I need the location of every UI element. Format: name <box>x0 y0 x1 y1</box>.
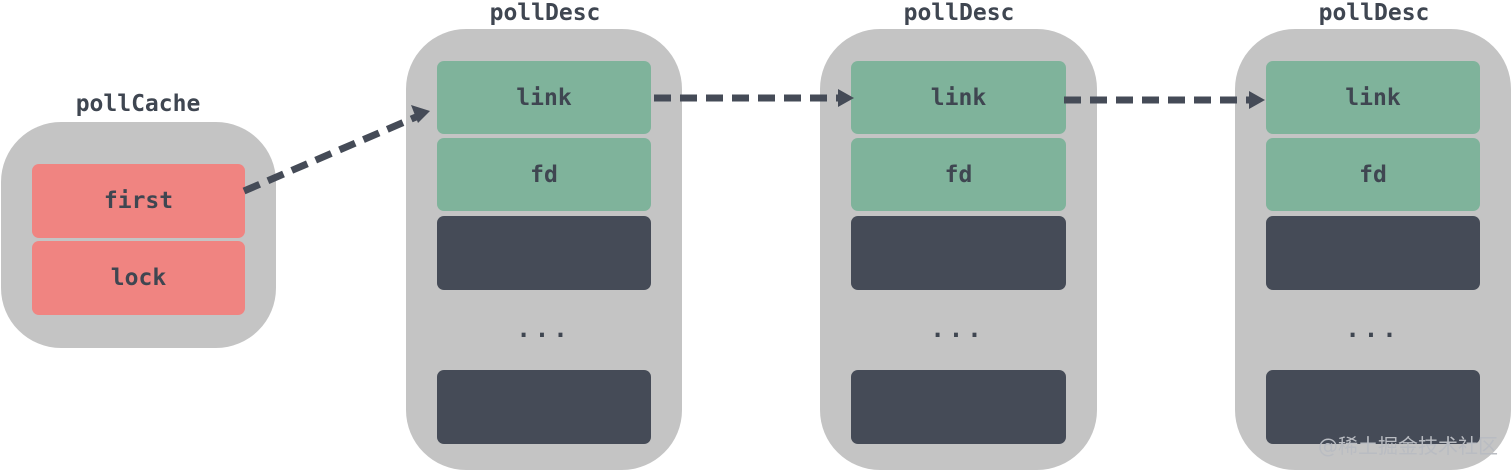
poll-desc-3-slot-last <box>1266 370 1480 444</box>
poll-cache-title: pollCache <box>75 91 201 117</box>
poll-desc-3-slot <box>1266 216 1480 290</box>
poll-desc-2-link-field: link <box>851 61 1066 134</box>
poll-desc-2-slot <box>851 216 1066 290</box>
arrow-first-to-desc-1 <box>242 113 418 195</box>
poll-desc-2-fd-field: fd <box>851 138 1066 211</box>
poll-desc-1-slot-last <box>437 370 651 444</box>
watermark: @稀土掘金技术社区 <box>1318 434 1498 458</box>
poll-desc-title-2: pollDesc <box>903 0 1015 26</box>
poll-desc-title-1: pollDesc <box>489 0 601 26</box>
poll-desc-container-1: link fd ... <box>406 29 682 470</box>
poll-desc-1-fd-field: fd <box>437 138 651 211</box>
poll-cache-first-field: first <box>32 164 245 238</box>
poll-desc-container-2: link fd ... <box>820 29 1097 470</box>
arrowhead-desc-1 <box>411 105 430 123</box>
poll-desc-1-slot <box>437 216 651 290</box>
poll-desc-2-slot-last <box>851 370 1066 444</box>
arrowhead-desc-3 <box>1249 91 1265 109</box>
poll-desc-3-ellipsis: ... <box>1345 315 1401 343</box>
poll-desc-1-link-field: link <box>437 61 651 134</box>
poll-cache-container: first lock <box>1 122 276 348</box>
poll-desc-2-ellipsis: ... <box>930 315 986 343</box>
poll-desc-container-3: link fd ... <box>1235 29 1511 470</box>
poll-desc-3-fd-field: fd <box>1266 138 1480 211</box>
poll-desc-3-link-field: link <box>1266 61 1480 134</box>
poll-desc-title-3: pollDesc <box>1318 0 1430 26</box>
poll-cache-lock-field: lock <box>32 241 245 315</box>
poll-desc-1-ellipsis: ... <box>516 315 572 343</box>
arrowhead-desc-2 <box>838 89 854 107</box>
